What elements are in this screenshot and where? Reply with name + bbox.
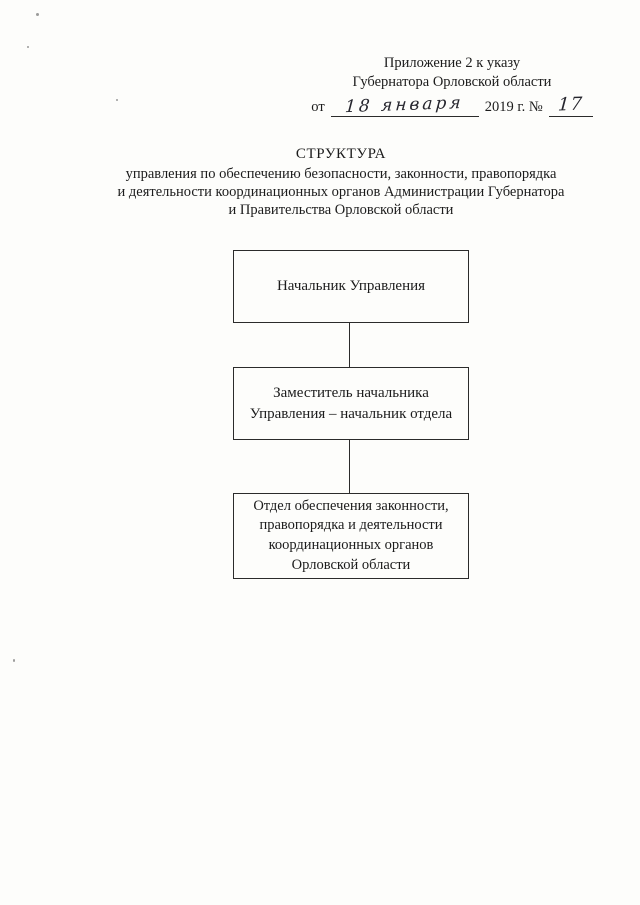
document-title: СТРУКТУРА (295, 146, 387, 162)
handwritten-date: 18 января (344, 92, 465, 118)
appendix-line-1: Приложение 2 к указу (383, 55, 521, 71)
org-node-law-order-department: Отдел обеспечения законности,правопорядк… (233, 493, 469, 579)
number-blank: 17 (548, 93, 593, 117)
year-number-label: 2019 г. № (484, 99, 543, 115)
scan-artifact-dot (13, 659, 15, 662)
org-connector-line (349, 440, 351, 493)
date-from-label: от (311, 99, 325, 115)
org-node-label: Отдел обеспечения законности,правопорядк… (253, 497, 449, 573)
document-subtitle: управления по обеспечению безопасности, … (117, 166, 565, 218)
date-blank: 18 января (330, 92, 479, 118)
org-node-label: Начальник Управления (276, 278, 426, 295)
appendix-date-line: от 18 января 2019 г. № 17 (311, 92, 593, 118)
scan-artifact-dot (36, 13, 39, 16)
scan-artifact-dot (27, 46, 29, 48)
org-node-head-of-directorate: Начальник Управления (233, 250, 469, 323)
org-connector-line (349, 323, 351, 367)
title-block: СТРУКТУРА управления по обеспечению безо… (45, 146, 637, 219)
handwritten-number: 17 (557, 93, 584, 116)
appendix-line-2: Губернатора Орловской области (352, 74, 552, 90)
appendix-header: Приложение 2 к указу Губернатора Орловск… (311, 54, 593, 118)
scan-artifact-dot (116, 99, 118, 101)
